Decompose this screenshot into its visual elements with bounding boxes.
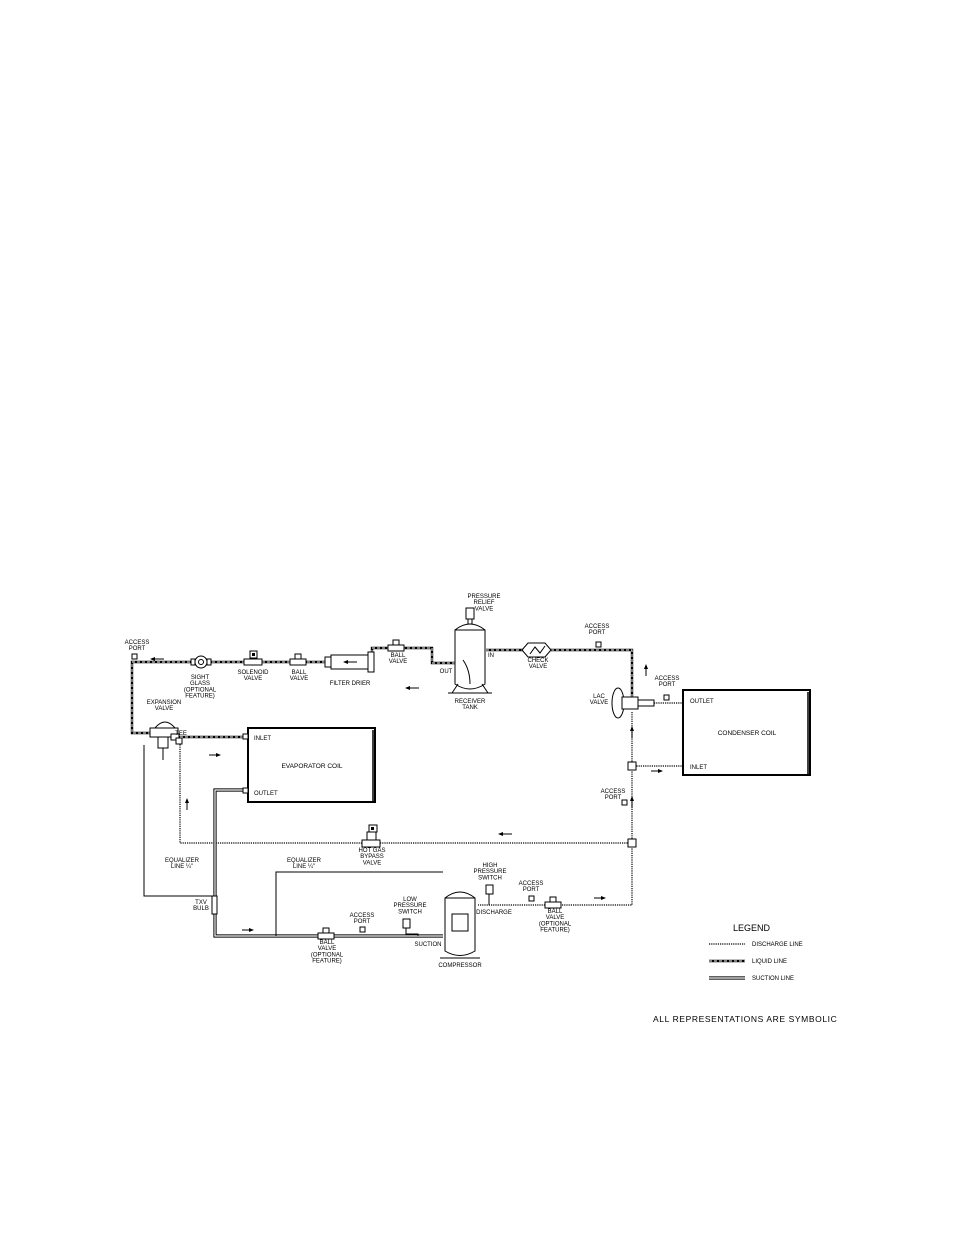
compressor [440,891,480,959]
receiver-in-label: IN [488,653,494,659]
legend-discharge-label: DISCHARGE LINE [752,942,803,948]
sight-glass-symbol [190,655,212,669]
lac-valve-symbol [611,687,655,719]
suction-label: SUCTION [415,942,442,948]
high-pressure-switch-symbol [485,884,494,905]
hot-gas-bypass-valve-symbol [361,824,381,848]
ball-valve-suction-symbol [317,927,335,940]
evaporator-coil: INLET EVAPORATOR COIL OUTLET [242,727,376,803]
evaporator-outlet-label: OUTLET [254,791,278,797]
liquid-line [130,646,634,739]
discharge-label: DISCHARGE [476,910,512,916]
condenser-title: CONDENSER COIL [718,730,777,737]
condenser-coil: OUTLET CONDENSER COIL INLET [682,689,811,776]
discharge-line [179,702,683,906]
symbolic-note: ALL REPRESENTATIONS ARE SYMBOLIC [653,1014,837,1024]
tee-label: TEE [175,731,187,737]
condenser-outlet-label: OUTLET [690,699,714,705]
ball-valve-liquid-symbol [289,653,307,666]
low-pressure-switch-symbol [402,918,419,936]
condenser-inlet-label: INLET [690,765,707,771]
txv-bulb-symbol [211,895,218,915]
access-port-symbols [131,641,670,933]
legend-suction-label: SUCTION LINE [752,976,794,982]
legend: LEGEND DISCHARGE LINE LIQUID LINE SUCTIO… [709,923,803,982]
expansion-valve-symbol [149,721,183,749]
solenoid-valve-symbol [243,650,263,666]
equalizer-lines [143,745,443,936]
legend-liquid-label: LIQUID LINE [752,959,787,965]
filter-drier-label: FILTER DRIER [330,681,371,687]
check-valve-symbol [521,642,552,658]
compressor-label: COMPRESSOR [438,963,482,969]
tee-fittings [627,761,637,848]
receiver-out-label: OUT [440,669,453,675]
flow-arrows [150,657,663,932]
ball-valve-receiver-symbol [387,639,405,652]
ball-valve-discharge-symbol [544,896,562,909]
receiver-tank [448,607,492,694]
legend-title: LEGEND [733,923,771,933]
evaporator-inlet-label: INLET [254,736,271,742]
evaporator-title: EVAPORATOR COIL [281,763,342,770]
